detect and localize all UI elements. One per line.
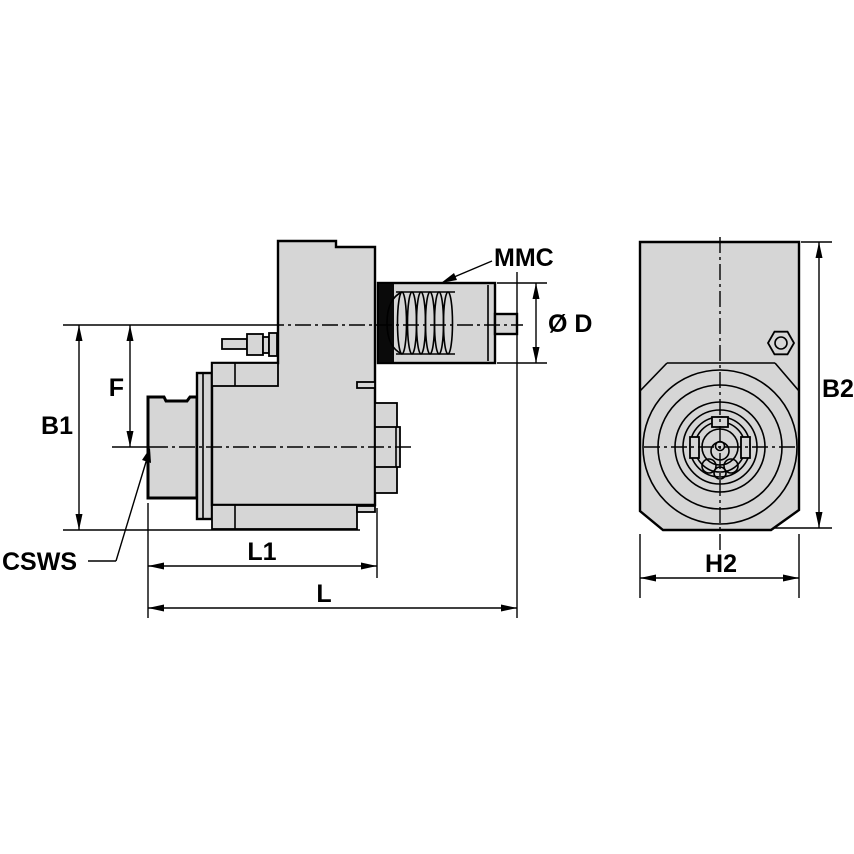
label-mmc: MMC	[494, 244, 554, 272]
label-h2: H2	[705, 550, 737, 578]
set-screw	[221, 332, 278, 357]
side-view: B1 F Ø D MMC CSWS	[2, 239, 592, 618]
dim-l: L	[148, 272, 518, 618]
label-diameter: Ø D	[548, 310, 592, 338]
set-screw-washer	[268, 332, 278, 357]
slot-bottom	[356, 505, 376, 513]
front-view: B2 H2	[638, 237, 854, 598]
dim-l1: L1	[147, 503, 378, 618]
front-plate-chamfer-right	[774, 362, 800, 392]
body-step-top	[211, 362, 279, 387]
label-f: F	[109, 374, 124, 402]
center-pin	[493, 312, 519, 336]
flange	[195, 371, 214, 521]
callout-csws: CSWS	[2, 448, 151, 576]
label-l: L	[316, 580, 331, 608]
dim-diameter: Ø D	[497, 282, 592, 364]
coupling-thread	[386, 291, 455, 355]
dim-b1: B1	[41, 325, 83, 530]
label-csws: CSWS	[2, 548, 77, 576]
dim-f: F	[109, 325, 134, 447]
body-step-bottom	[211, 504, 358, 530]
dim-h2: H2	[639, 534, 800, 598]
front-plate-chamfer-left	[639, 362, 668, 392]
dim-b2: B2	[775, 241, 854, 529]
slot-top	[356, 381, 376, 389]
label-b2: B2	[822, 375, 854, 403]
set-screw-rod	[221, 338, 248, 350]
label-b1: B1	[41, 412, 73, 440]
mmc-coupling	[376, 281, 519, 365]
hex-bolt-icon	[766, 330, 796, 356]
set-screw-nut	[246, 333, 264, 356]
callout-mmc: MMC	[441, 244, 554, 283]
label-l1: L1	[247, 538, 276, 566]
